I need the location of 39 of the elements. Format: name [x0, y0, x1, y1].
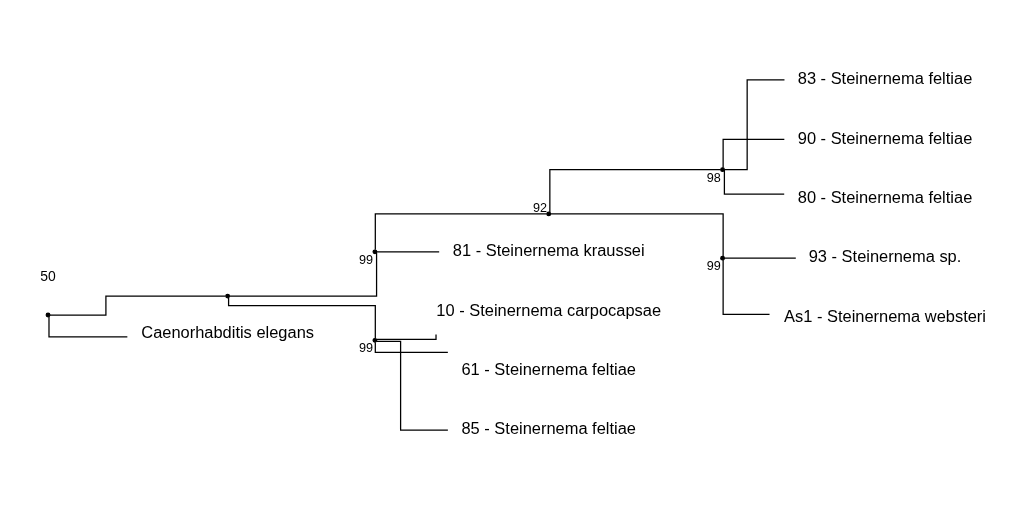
node-label: 92: [532, 200, 547, 215]
label: 50: [40, 267, 56, 284]
node-text: 10 - Steinernema carpocapsae: [436, 300, 662, 319]
node-text: 80 - Steinernema feltiae: [797, 188, 973, 207]
node-point: [372, 337, 378, 343]
node-point: [720, 255, 725, 261]
connector: [550, 213, 724, 257]
connector: [376, 251, 440, 253]
node-label: 99: [359, 341, 374, 356]
node-label: 98: [706, 170, 721, 185]
connector: [723, 79, 786, 171]
connector: [48, 316, 128, 338]
node-label: 99: [706, 259, 721, 274]
node-text: Caenorhabditis elegans: [141, 323, 314, 342]
node-label: 99: [359, 252, 374, 267]
connector: [723, 169, 785, 195]
connector: [227, 297, 376, 340]
connector: [374, 341, 449, 353]
connector: [723, 257, 797, 259]
connector: [374, 213, 548, 251]
connector: [229, 252, 378, 297]
node-text: 81 - Steinernema kraussei: [452, 241, 645, 260]
node-point: [546, 211, 552, 217]
connector: [722, 138, 785, 169]
node-text: As1 - Steinernema websteri: [784, 306, 986, 325]
node-text: 83 - Steinernema feltiae: [797, 69, 973, 88]
node-point: [225, 293, 231, 299]
node-point: [45, 312, 51, 318]
node-text: 61 - Steinernema feltiae: [461, 360, 636, 379]
connector: [722, 259, 771, 316]
connector: [49, 295, 227, 316]
node-point: [372, 249, 378, 255]
node-text: 90 - Steinernema feltiae: [797, 128, 973, 147]
node-point: [720, 167, 725, 173]
connector: [375, 340, 449, 431]
connector: [376, 333, 437, 341]
node-text: 85 - Steinernema feltiae: [461, 419, 636, 438]
node-text: 93 - Steinernema sp.: [808, 247, 962, 266]
connector: [549, 169, 722, 213]
